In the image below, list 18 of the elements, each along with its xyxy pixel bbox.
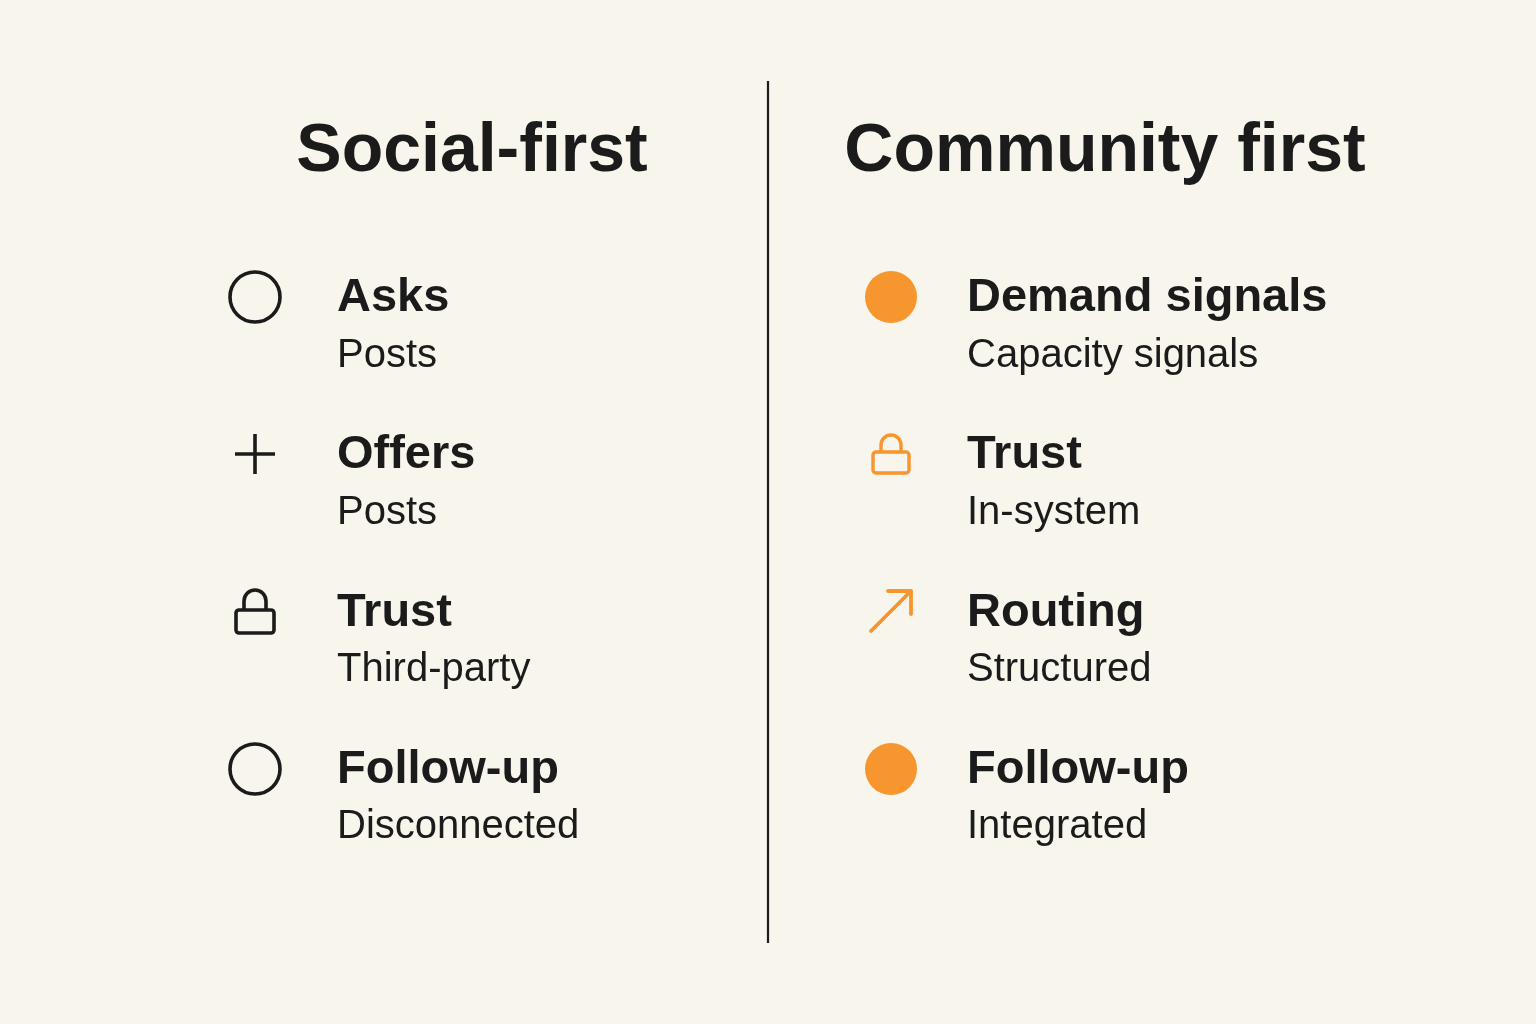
item-subtitle: In-system [967,487,1141,534]
item-title: Follow-up [967,739,1189,795]
item-subtitle: Posts [337,487,438,534]
item-subtitle: Capacity signals [967,330,1259,377]
item-title: Asks [337,267,450,323]
column-heading: Community first [844,108,1366,187]
item-subtitle: Integrated [967,801,1148,848]
item-subtitle: Disconnected [337,801,580,848]
item-title: Trust [967,424,1082,480]
item-subtitle: Structured [967,644,1152,691]
item-subtitle: Third-party [337,644,531,691]
item-title: Offers [337,424,476,480]
item-title: Trust [337,582,452,638]
column-heading: Social-first [296,108,648,187]
item-title: Follow-up [337,739,559,795]
item-title: Routing [967,582,1145,638]
item-title: Demand signals [967,267,1328,323]
item-subtitle: Posts [337,330,438,377]
